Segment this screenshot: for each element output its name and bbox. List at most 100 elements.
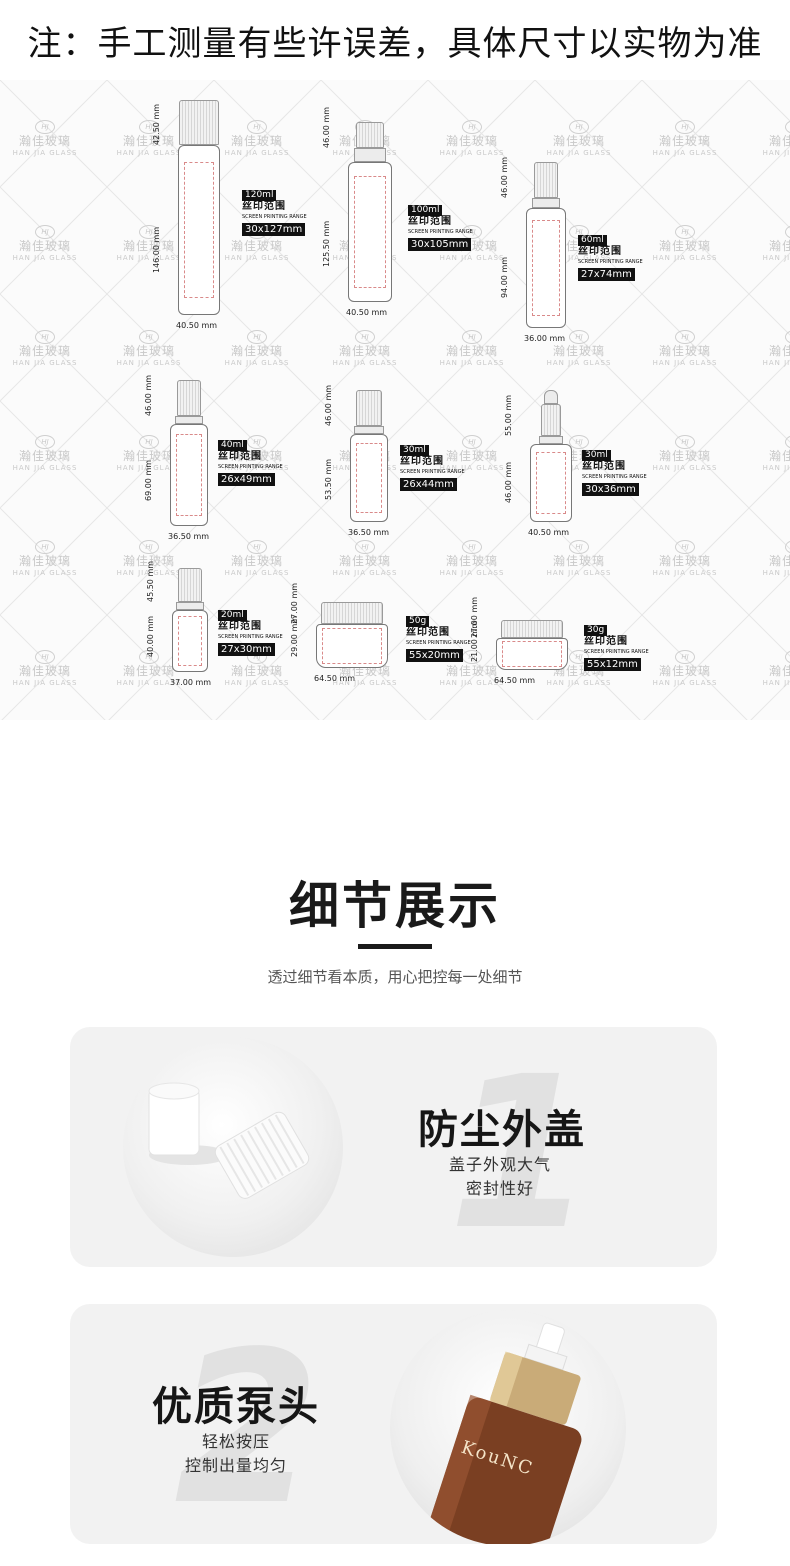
measurement-notice: 注：手工测量有些许误差，具体尺寸以实物为准 (27, 23, 763, 64)
watermark-en: HAN JIA GLASS (224, 679, 290, 687)
feature-card-cap: 1 防尘外盖 盖子外观大气 密封性好 (70, 1027, 717, 1267)
watermark-en: HAN JIA GLASS (439, 679, 505, 687)
watermark-cn: 瀚佳玻璃 (122, 344, 175, 358)
watermark-logo-icon: HJ (462, 435, 482, 449)
watermark-en: HAN JIA GLASS (332, 359, 398, 367)
watermark-logo-icon: HJ (139, 435, 159, 449)
print-area-outline (354, 176, 386, 288)
watermark-en: HAN JIA GLASS (332, 569, 398, 577)
watermark-en: HAN JIA GLASS (116, 464, 182, 472)
watermark-en: HAN JIA GLASS (12, 464, 78, 472)
watermark-cn: 瀚佳玻璃 (445, 664, 498, 678)
watermark-en: HAN JIA GLASS (12, 569, 78, 577)
capacity-tag: 20ml (218, 610, 247, 621)
watermark-en: HAN JIA GLASS (116, 679, 182, 687)
watermark-logo-icon: HJ (139, 120, 159, 134)
watermark-en: HAN JIA GLASS (12, 679, 78, 687)
print-range-en: SCREEN PRINTING RANGE (218, 634, 283, 640)
watermark-cn: 瀚佳玻璃 (658, 134, 711, 148)
watermark-logo-icon: HJ (675, 330, 695, 344)
dim-cap-height: 46.00 mm (324, 384, 333, 426)
feature-title: 防尘外盖 (418, 1107, 586, 1153)
print-size-tag: 55x12mm (584, 658, 641, 671)
feature-title: 优质泵头 (152, 1384, 320, 1430)
pump-head (544, 390, 558, 404)
dim-cap-height: 55.00 mm (504, 394, 513, 436)
watermark-logo-icon: HJ (462, 540, 482, 554)
watermark-cn: 瀚佳玻璃 (18, 449, 71, 463)
bottle-cap (177, 380, 201, 416)
watermark-en: HAN JIA GLASS (116, 149, 182, 157)
dim-width: 36.50 mm (168, 532, 210, 541)
watermark-cn: 瀚佳玻璃 (230, 554, 283, 568)
watermark-en: HAN JIA GLASS (116, 569, 182, 577)
print-range-cn: 丝印范围 (584, 636, 628, 647)
watermark-cn: 瀚佳玻璃 (230, 449, 283, 463)
dim-cap-height: 27.00 mm (470, 596, 479, 638)
dim-cap-height: 45.50 mm (146, 560, 155, 602)
watermark-cn: 瀚佳玻璃 (658, 449, 711, 463)
watermark-en: HAN JIA GLASS (762, 569, 790, 577)
print-range-en: SCREEN PRINTING RANGE (218, 464, 283, 470)
print-area-outline (502, 641, 562, 667)
watermark-logo-icon: HJ (247, 120, 267, 134)
watermark-cn: 瀚佳玻璃 (338, 554, 391, 568)
print-range-en: SCREEN PRINTING RANGE (578, 259, 643, 265)
watermark-cn: 瀚佳玻璃 (768, 239, 790, 253)
watermark-cn: 瀚佳玻璃 (658, 344, 711, 358)
details-subtitle: 透过细节看本质，用心把控每一处细节 (267, 968, 523, 986)
watermark-logo-icon: HJ (35, 650, 55, 664)
dim-cap-height: 46.00 mm (322, 106, 331, 148)
watermark-en: HAN JIA GLASS (546, 464, 612, 472)
dim-width: 40.50 mm (346, 308, 388, 317)
watermark-logo-icon: HJ (35, 435, 55, 449)
watermark-en: HAN JIA GLASS (224, 149, 290, 157)
watermark-en: HAN JIA GLASS (762, 254, 790, 262)
bottle-cap (501, 620, 563, 638)
dim-width: 36.00 mm (524, 334, 566, 343)
watermark-logo-icon: HJ (569, 540, 589, 554)
title-underline (358, 944, 432, 949)
watermark-logo-icon: HJ (462, 120, 482, 134)
capacity-tag: 60ml (578, 235, 607, 246)
dim-width: 37.00 mm (170, 678, 212, 687)
watermark-en: HAN JIA GLASS (224, 569, 290, 577)
watermark-logo-icon: HJ (139, 650, 159, 664)
watermark-cn: 瀚佳玻璃 (658, 554, 711, 568)
watermark-en: HAN JIA GLASS (652, 679, 718, 687)
print-size-tag: 30x36mm (582, 483, 639, 496)
diamond-grid-pattern (0, 80, 790, 720)
watermark-logo-icon: HJ (247, 330, 267, 344)
feature-card-pump: 2 优质泵头 轻松按压 控制出量均匀 KouNC (70, 1304, 717, 1544)
watermark-logo-icon: HJ (139, 225, 159, 239)
pump-collar (541, 404, 561, 436)
feature-desc-1: 盖子外观大气 (448, 1155, 551, 1174)
dim-cap-height: 46.00 mm (144, 374, 153, 416)
capacity-tag: 30g (584, 625, 608, 636)
watermark-en: HAN JIA GLASS (652, 254, 718, 262)
watermark-en: HAN JIA GLASS (652, 464, 718, 472)
watermark-cn: 瀚佳玻璃 (552, 344, 605, 358)
